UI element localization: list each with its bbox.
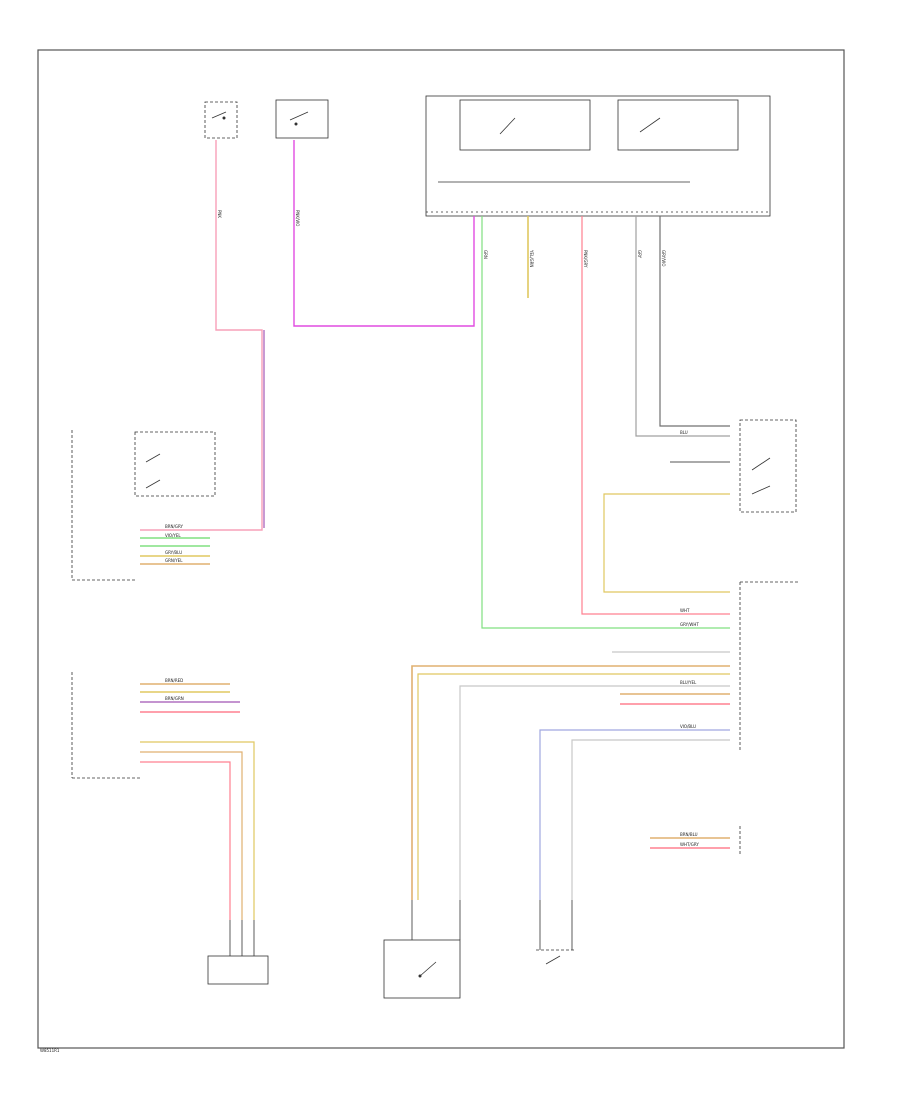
switch-bottom-center <box>383 939 461 999</box>
fuse-box-left <box>204 101 238 139</box>
wire-label: GRN <box>483 250 488 259</box>
wire-dark-1 <box>659 216 730 427</box>
wire-label: GRY/VIO <box>661 250 666 266</box>
switch-bottom-right <box>536 949 576 965</box>
wire-label: GRN/YEL <box>165 558 183 563</box>
wire-r-blue <box>539 729 730 900</box>
wire-r-yellow <box>417 673 730 900</box>
wire-label: BRN/GRY <box>165 524 183 529</box>
wire-red-long <box>581 216 730 615</box>
wire-label: BRN/RED <box>165 678 183 683</box>
wire-pink-left <box>140 140 263 531</box>
wire-label-group: PNK PNK/VIO GRN YEL/GRN PNK/GRY GRY GRY/… <box>165 210 699 847</box>
wire-label: BRN/GRN <box>165 696 184 701</box>
wire-violet-center <box>293 140 475 327</box>
diagram-frame <box>37 49 845 1049</box>
wire-r-white-2 <box>571 739 730 900</box>
fuse-box-center <box>275 99 329 139</box>
wire-ll-6 <box>140 751 243 920</box>
wire-ll-5 <box>140 741 255 920</box>
wire-label: GRY <box>637 250 642 259</box>
wire-label: WHT/GRY <box>680 842 699 847</box>
wire-r-white <box>459 685 730 900</box>
wire-label: BLU/YEL <box>680 680 697 685</box>
wire-label: WHT <box>680 608 690 613</box>
sensor-box <box>207 955 269 985</box>
switch-left <box>71 430 216 581</box>
diagram-id: W8511R1 <box>40 1048 60 1053</box>
relay-module-top-right <box>425 95 771 217</box>
wire-label: VIO/YEL <box>165 533 181 538</box>
wire-green-long <box>481 216 730 629</box>
wire-label: GRY/WHT <box>680 622 699 627</box>
wire-ll-7 <box>140 761 231 920</box>
wire-label: BRN/BLU <box>680 832 698 837</box>
wire-label: BLU <box>680 430 688 435</box>
wire-label: PNK/VIO <box>295 210 300 226</box>
wire-label: GRY/BLU <box>165 550 182 555</box>
wire-gray-1 <box>635 216 730 437</box>
switch-top-right <box>739 419 797 513</box>
wire-label: YEL/GRN <box>529 249 534 267</box>
module-right <box>739 581 800 752</box>
wire-label: PNK/GRY <box>583 250 588 268</box>
wire-label: VIO/BLU <box>680 724 696 729</box>
wire-r-orange <box>411 665 730 900</box>
module-left-lower <box>71 672 140 779</box>
wire-yellow-right <box>603 493 730 593</box>
wire-label: PNK <box>217 210 222 218</box>
